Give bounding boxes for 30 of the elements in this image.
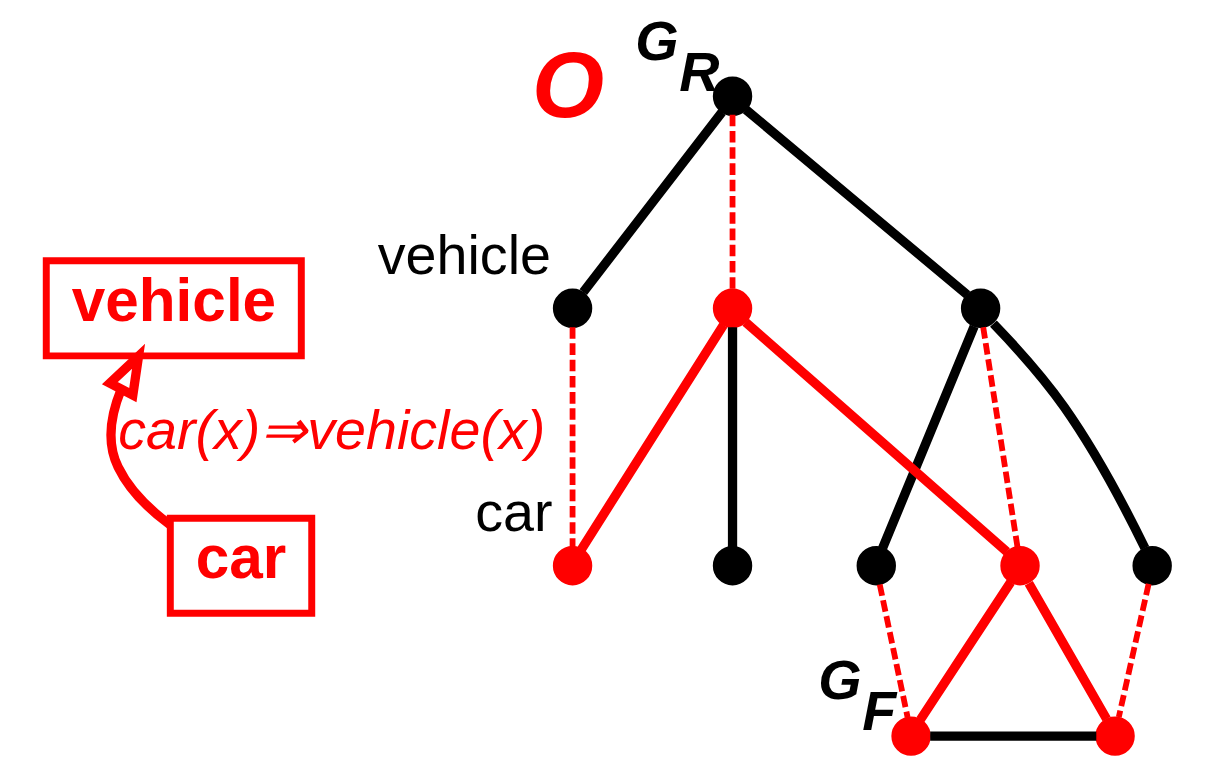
connector [569, 327, 575, 548]
node-circle [1094, 716, 1135, 756]
connector [742, 106, 970, 299]
node-circle [1131, 545, 1172, 586]
node-label: vehicle [377, 224, 551, 287]
connector [979, 326, 1020, 548]
label: O [531, 33, 604, 138]
node-circle [552, 288, 592, 329]
connector [929, 731, 1096, 741]
connector [915, 579, 1015, 723]
connector [577, 322, 727, 552]
node-box: vehicle [42, 257, 305, 360]
connector [1024, 581, 1111, 722]
node-box: car [166, 514, 315, 617]
node-label: car [474, 481, 552, 544]
node-circle [856, 545, 896, 586]
connector [579, 109, 726, 295]
node-circle [712, 545, 752, 586]
node-circle [960, 288, 1000, 329]
connector [729, 114, 735, 290]
edge-label: car(x)⇒vehicle(x) [117, 399, 545, 462]
node-circle [712, 288, 752, 329]
node-circle [552, 545, 592, 586]
connector [876, 583, 910, 718]
connector [1115, 583, 1151, 718]
connector [727, 327, 737, 548]
connector [877, 324, 978, 550]
connector [742, 318, 1010, 556]
connector [989, 320, 1149, 551]
node-circle [999, 545, 1040, 586]
